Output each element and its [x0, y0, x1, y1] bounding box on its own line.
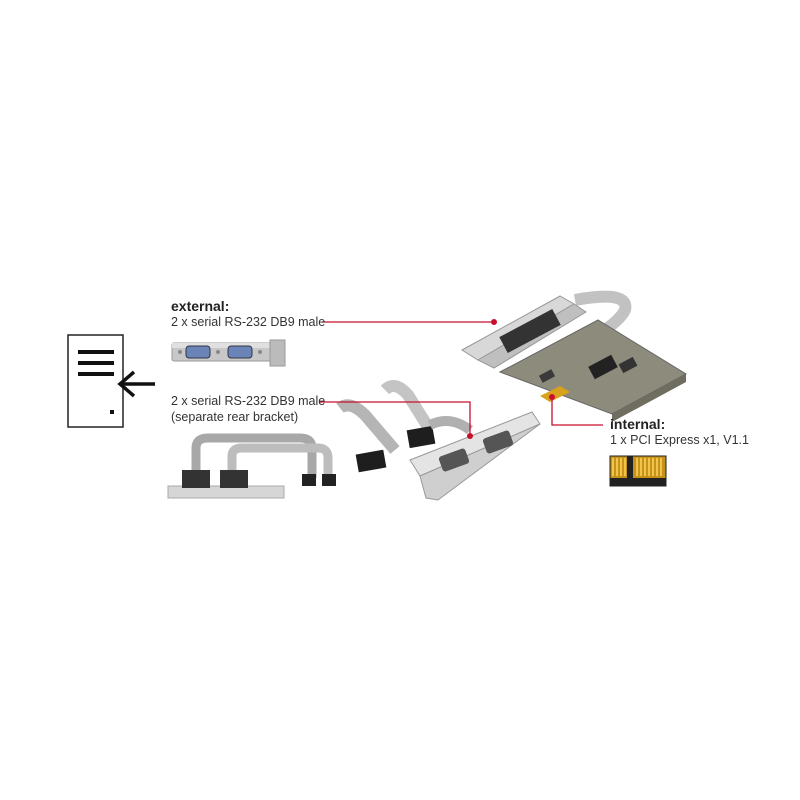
rear-bracket-cables-image: [167, 433, 336, 499]
internal-description: 1 x PCI Express x1, V1.1: [610, 433, 749, 447]
pcie-x1-connector-icon: [609, 455, 667, 487]
external-description: 2 x serial RS-232 DB9 male: [171, 315, 326, 329]
bracket-note: (separate rear bracket): [171, 410, 299, 424]
external-bracket-image: [171, 339, 286, 367]
bracket-description: 2 x serial RS-232 DB9 male: [171, 394, 326, 408]
db9-bracket-image: [336, 380, 541, 501]
document-import-icon: [67, 334, 155, 428]
external-heading: external:: [171, 298, 230, 314]
bracket-leader-line: [320, 401, 471, 435]
internal-heading: internal:: [610, 416, 666, 432]
internal-leader-line: [551, 398, 603, 426]
pcie-card-image: [461, 290, 688, 422]
leader-lines: [320, 319, 603, 439]
